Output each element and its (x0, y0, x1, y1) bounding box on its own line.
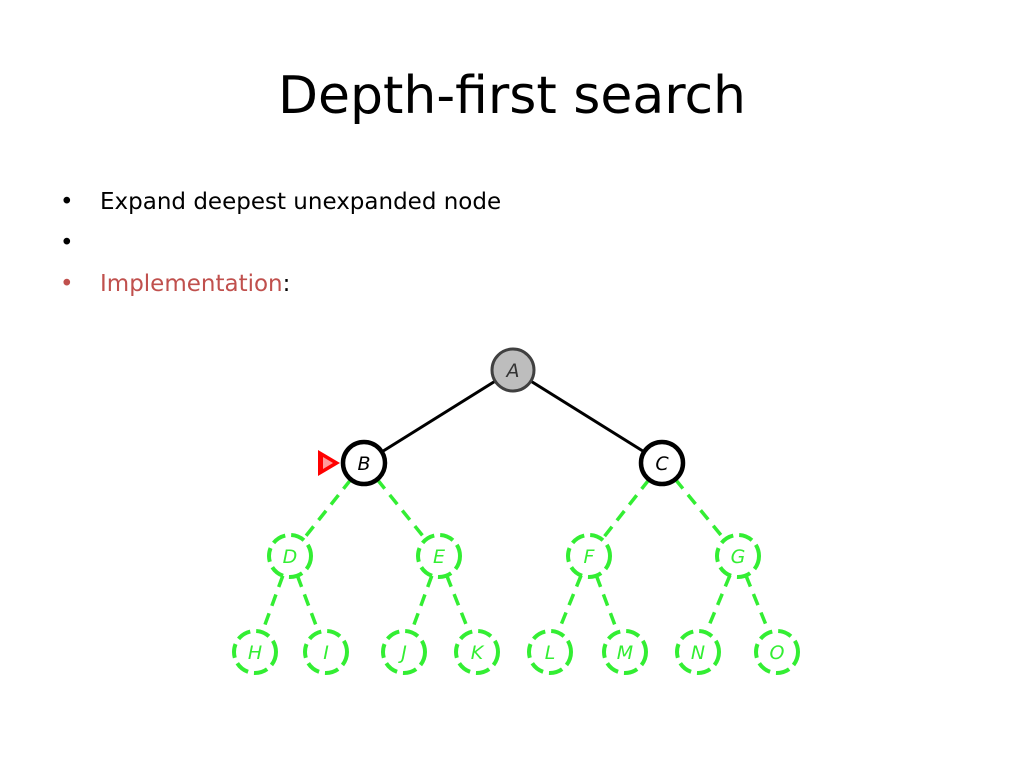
bullet-dot-accent: • (60, 271, 74, 297)
bullet-item-implementation: • Implementation: (60, 266, 960, 307)
node-label-N: N (691, 642, 705, 664)
tree-node-K: K (454, 629, 500, 675)
tree-node-I: I (303, 629, 349, 675)
bullet-dot: • (60, 230, 74, 256)
tree-node-L: L (527, 629, 573, 675)
edge-G-O (744, 574, 771, 634)
bullet-text-expand: Expand deepest unexpanded node (100, 184, 501, 220)
bullet-item-expand: • Expand deepest unexpanded node (60, 184, 960, 225)
edges-layer (260, 379, 771, 634)
node-circle-G (715, 533, 761, 579)
node-circle-O (754, 629, 800, 675)
edge-D-I (295, 575, 321, 633)
tree-node-H: H (232, 629, 278, 675)
edge-A-B (381, 379, 496, 454)
bullet-list: • Expand deepest unexpanded node • • Imp… (60, 184, 960, 307)
edge-B-E (375, 478, 428, 541)
edge-E-K (445, 574, 471, 634)
node-circle-K (454, 629, 500, 675)
node-label-A: A (505, 360, 520, 382)
node-circle-C (638, 439, 686, 487)
tree-node-B: B (318, 439, 388, 487)
node-label-I: I (323, 642, 329, 664)
node-label-B: B (357, 453, 370, 475)
tree-node-C: C (638, 439, 686, 487)
bullet-text-implementation: Implementation: (100, 266, 290, 302)
node-circle-I (303, 629, 349, 675)
tree-node-E: E (416, 533, 462, 579)
node-circle-D (267, 533, 313, 579)
tree-node-A: A (490, 347, 536, 393)
edge-C-F (600, 478, 651, 541)
node-circle-H (232, 629, 278, 675)
edge-G-N (704, 574, 732, 634)
tree-node-O: O (754, 629, 800, 675)
bullet-text-implementation-suffix: : (282, 271, 291, 297)
node-label-C: C (655, 453, 669, 475)
node-label-E: E (433, 546, 445, 568)
edge-F-M (594, 575, 620, 633)
edge-D-H (260, 575, 285, 633)
node-circle-L (527, 629, 573, 675)
tree-node-J: J (381, 629, 427, 675)
node-circle-B (340, 439, 388, 487)
node-label-J: J (397, 642, 407, 664)
node-circle-M (602, 629, 648, 675)
node-label-O: O (770, 642, 785, 664)
tree-node-D: D (267, 533, 313, 579)
node-label-G: G (731, 546, 746, 568)
edge-A-C (530, 379, 645, 454)
node-circle-A (490, 347, 536, 393)
edge-F-L (556, 574, 583, 634)
node-circle-J (381, 629, 427, 675)
node-label-M: M (617, 642, 633, 664)
node-circle-E (416, 533, 462, 579)
current-node-pointer-highlight (323, 457, 333, 469)
node-label-L: L (545, 642, 556, 664)
slide-title: Depth-first search (277, 66, 747, 126)
bullet-item-empty: • (60, 225, 960, 266)
tree-node-N: N (675, 629, 721, 675)
node-label-H: H (248, 642, 262, 664)
node-label-K: K (471, 642, 485, 664)
node-circle-F (566, 533, 612, 579)
bullet-text-expand-main: Expand deepest unexpanded node (100, 189, 502, 215)
node-label-F: F (584, 546, 596, 568)
tree-node-F: F (566, 533, 612, 579)
edge-B-D (301, 478, 353, 541)
nodes-layer: A B C D E F G H I J K L M N O (232, 347, 800, 675)
node-circle-N (675, 629, 721, 675)
tree-node-M: M (602, 629, 648, 675)
edge-E-J (409, 575, 434, 633)
edge-C-G (673, 478, 727, 541)
implementation-link[interactable]: Implementation (100, 271, 283, 297)
node-label-D: D (283, 546, 298, 568)
tree-node-G: G (715, 533, 761, 579)
bullet-dot: • (60, 189, 74, 215)
